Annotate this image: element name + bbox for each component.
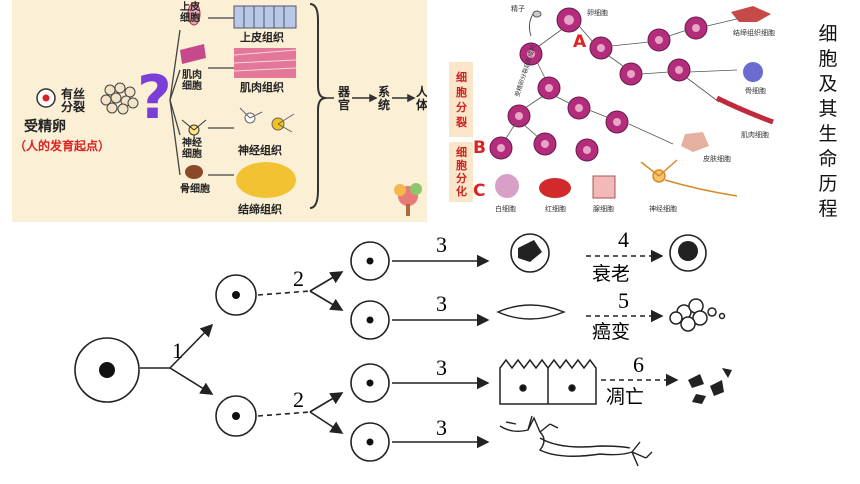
connective-cell-icon — [731, 6, 771, 22]
chain-arrows — [322, 93, 416, 103]
nerve-cell-type-label: 神经细胞 — [649, 205, 677, 213]
white-blood-cell-icon — [495, 174, 519, 198]
bone-cell-label: 骨细胞 — [180, 184, 210, 195]
apoptosis-label: 凋亡 — [606, 386, 644, 408]
cells — [74, 241, 390, 462]
muscle-tissue-label: 肌肉组织 — [240, 81, 284, 94]
bone-cell-type-label: 骨细胞 — [745, 87, 766, 95]
cancer-cell-icon — [669, 298, 726, 332]
zygote-label: 受精卵 — [24, 119, 66, 135]
system-label: 系 统 — [378, 85, 391, 112]
step-3-label-2: 3 — [436, 291, 447, 316]
bone-cell-icon — [743, 62, 763, 82]
cell-nuclei — [497, 15, 700, 154]
mitosis-label-1: 有丝 — [61, 87, 86, 101]
muscle-fiber-icon — [715, 95, 774, 125]
neuron-icon — [499, 415, 653, 467]
epithelial-tissue-columns — [243, 6, 285, 28]
development-graphic: ? — [36, 2, 422, 216]
aging-label: 衰老 — [592, 263, 630, 285]
muscle-cell-icon — [180, 44, 206, 64]
human-development-panel: ? 有丝 分 — [12, 0, 427, 222]
step-5-label: 5 — [618, 288, 629, 313]
nerve-tissue-image — [239, 107, 295, 133]
question-mark-icon: ? — [137, 63, 172, 133]
aged-cell-icon — [669, 234, 707, 272]
connective-tissue-label: 结缔组织 — [238, 203, 282, 216]
white-blood-cell-label: 白细胞 — [495, 205, 516, 213]
cell-life-process-diagram: 1 2 2 3 3 3 3 4 5 6 衰老 癌变 凋亡 — [60, 228, 760, 480]
division-label-box — [449, 62, 473, 137]
nerve-cell-label: 神经 细胞 — [182, 138, 202, 160]
step-2-upper-label: 2 — [293, 266, 304, 291]
gland-cell-label: 腺细胞 — [593, 205, 614, 213]
nerve-cell-icon — [181, 119, 207, 146]
differentiation-label: 细 胞 分 化 — [456, 146, 467, 198]
flattened-cell-icon — [496, 304, 566, 320]
skin-cell-icon — [681, 132, 709, 152]
apoptotic-fragments-icon — [688, 368, 732, 404]
cell-differentiation-panel: A B C 细 胞 分 裂 细 胞 分 化 精子 卵细胞 受精卵分裂后形成的 结… — [441, 0, 811, 222]
epithelial-tissue-label: 上皮组织 — [240, 31, 284, 44]
sperm-icon — [528, 10, 542, 37]
red-blood-cell-label: 红细胞 — [545, 205, 566, 213]
zygote-nucleus-icon — [42, 94, 50, 102]
aging-cell-icon — [510, 233, 550, 273]
specialized-cells — [495, 6, 774, 199]
sperm-label: 精子 — [511, 5, 525, 13]
gland-cell-icon — [592, 175, 616, 199]
nerve-cell-icon — [640, 159, 738, 197]
skin-cell-label: 皮肤细胞 — [703, 155, 731, 163]
egg-label: 卵细胞 — [587, 9, 608, 17]
brace-icon — [309, 3, 327, 209]
connective-tissue-image — [236, 162, 296, 198]
life-process-graphic: 1 2 2 3 3 3 3 4 5 6 衰老 癌变 凋亡 — [74, 228, 732, 467]
origin-label: （人的发育起点） — [14, 139, 111, 153]
nerve-tissue-label: 神经组织 — [238, 144, 282, 157]
epithelial-cells-icon — [499, 358, 597, 405]
cell-cluster-icon — [100, 82, 139, 115]
epithelial-tissue-image — [233, 5, 297, 29]
step-3-label-1: 3 — [436, 232, 447, 257]
step-3-label-3: 3 — [436, 355, 447, 380]
differentiation-label-box — [449, 142, 473, 202]
division-label: 细 胞 分 裂 — [456, 71, 467, 129]
tree-decoration-icon — [394, 183, 422, 216]
marker-c: C — [473, 181, 485, 201]
arrows — [140, 249, 679, 449]
bone-cell-icon — [185, 165, 203, 179]
organ-label: 器 官 — [338, 85, 351, 112]
red-blood-cell-icon — [539, 178, 571, 198]
muscle-cell-label: 肌肉 细胞 — [182, 70, 202, 92]
division-arrows — [504, 17, 742, 145]
page-title: 细 胞 及 其 生 命 历 程 — [818, 23, 838, 220]
branch-lines — [169, 17, 234, 176]
nuclei — [99, 257, 374, 446]
step-4-label: 4 — [618, 228, 629, 252]
step-1-label: 1 — [172, 338, 183, 363]
connective-cell-label: 结缔组织细胞 — [733, 29, 775, 37]
step-6-label: 6 — [633, 352, 644, 377]
cancer-label: 癌变 — [592, 321, 630, 343]
epithelial-cell-label: 上皮 细胞 — [180, 2, 200, 24]
step-3-label-4: 3 — [436, 415, 447, 440]
step-2-lower-label: 2 — [293, 387, 304, 412]
mitosis-label-2: 分裂 — [61, 100, 86, 114]
marker-a: A — [573, 32, 587, 52]
differentiation-graphic: A B C — [449, 6, 774, 202]
marker-b: B — [473, 138, 486, 158]
muscle-cell-type-label: 肌肉细胞 — [741, 131, 769, 139]
body-label: 人 体 — [416, 85, 427, 112]
epithelial-cell-icon — [187, 2, 201, 26]
